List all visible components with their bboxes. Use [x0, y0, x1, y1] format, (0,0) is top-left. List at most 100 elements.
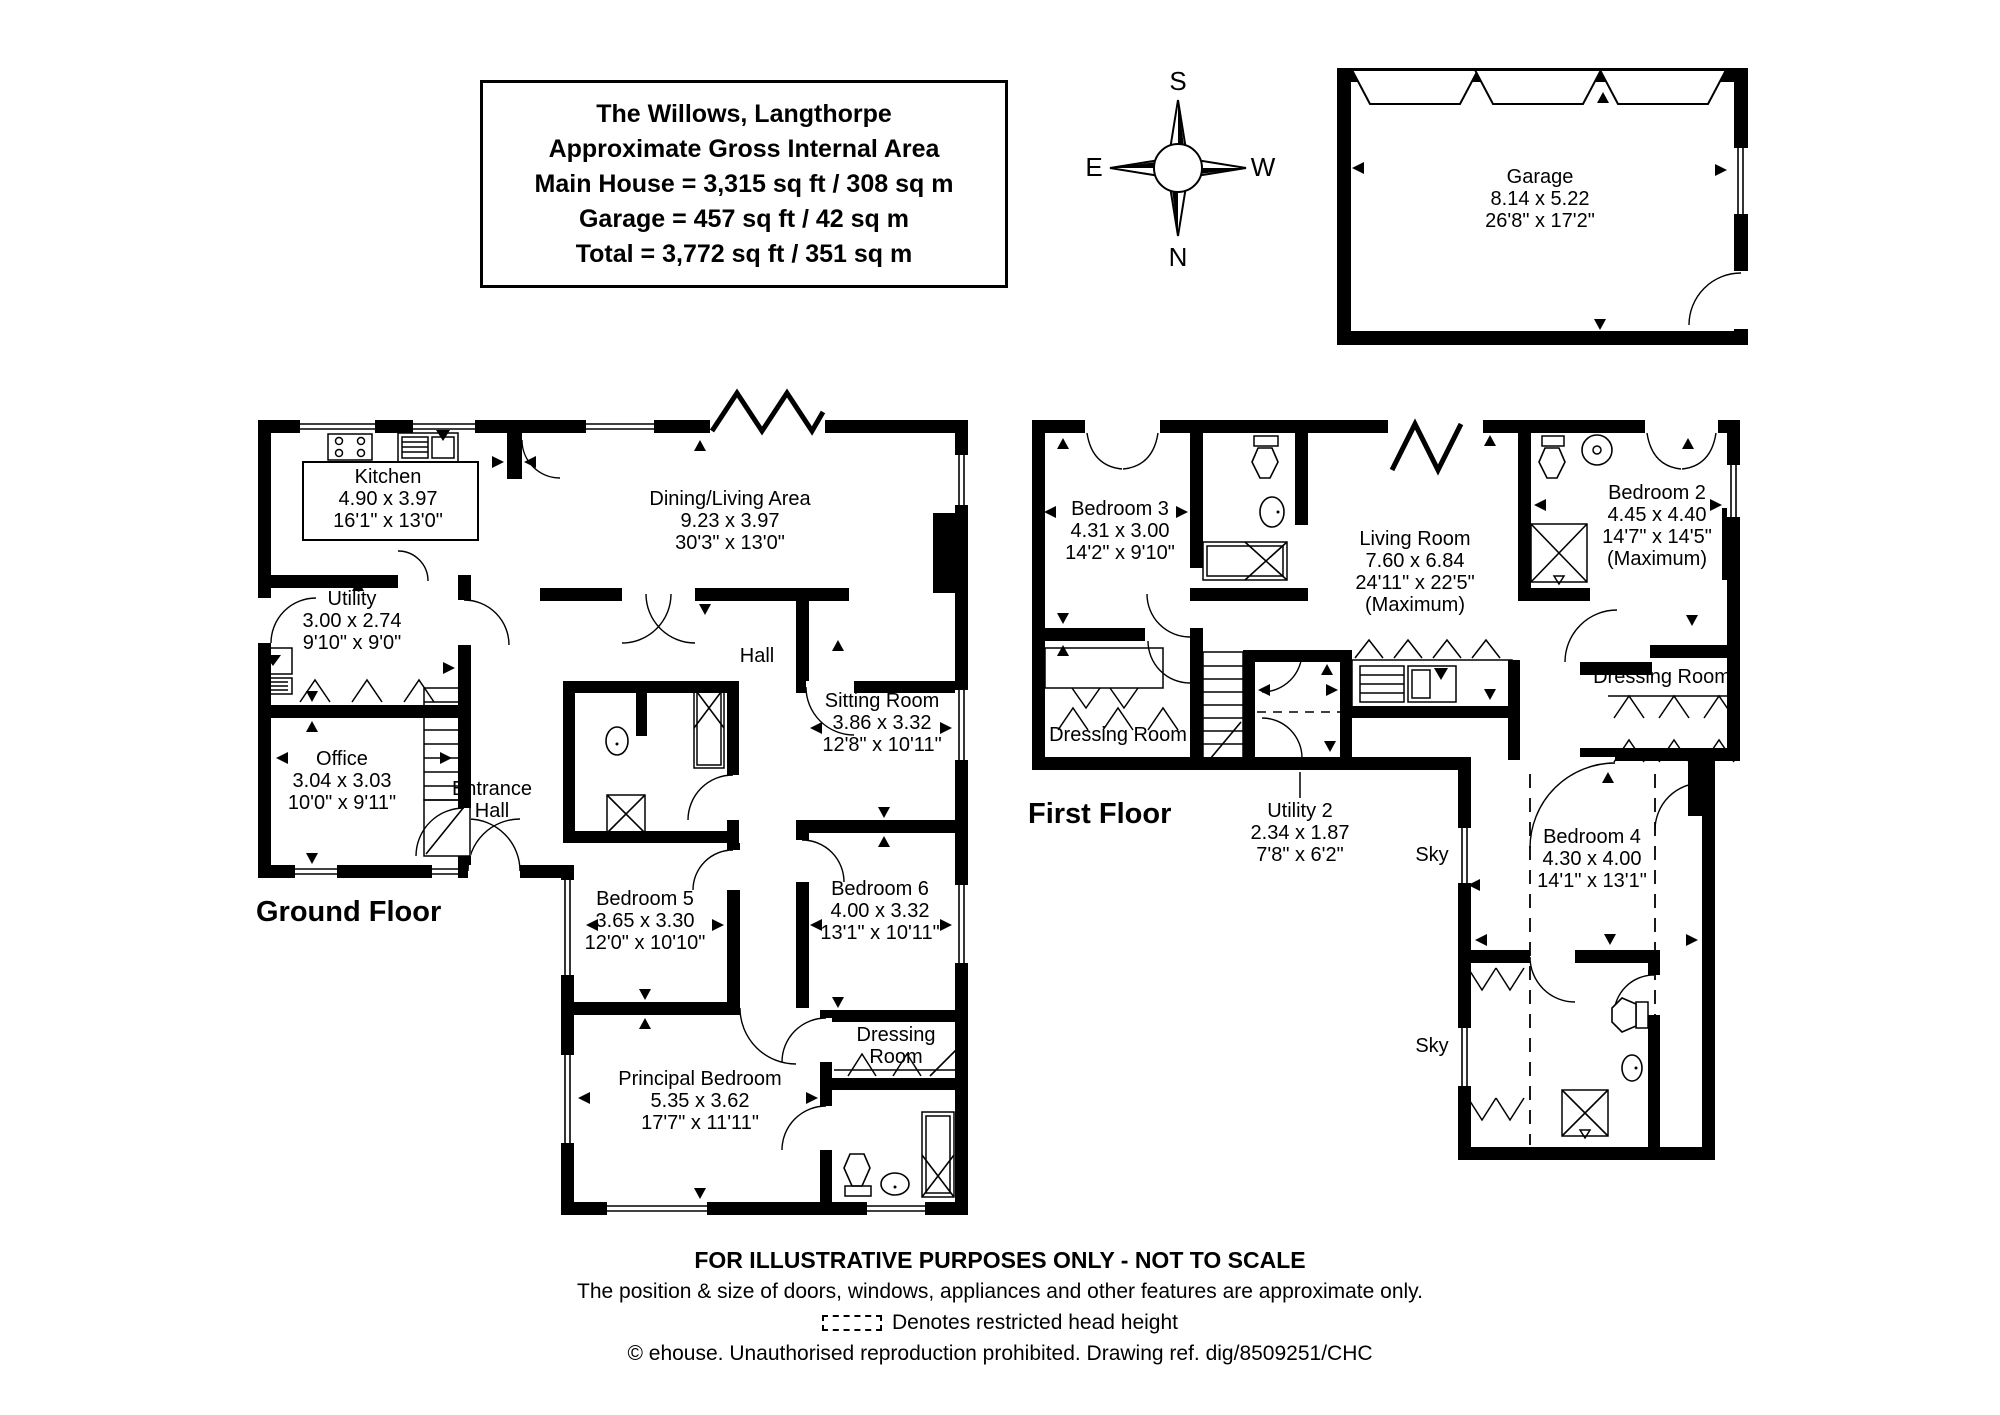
room-label-garage: Garage 8.14 x 5.22 26'8" x 17'2": [1485, 166, 1595, 232]
compass-east: E: [1085, 152, 1103, 182]
title-block: The Willows, Langthorpe Approximate Gros…: [480, 80, 1008, 288]
room-name: Utility 2: [1267, 800, 1333, 822]
room-name: Dressing Room: [1593, 666, 1731, 688]
room-label-bedroom3: Bedroom 3 4.31 x 3.00 14'2" x 9'10": [1065, 498, 1175, 564]
room-dims-imperial: 17'7" x 11'11": [641, 1112, 759, 1134]
room-name: Bedroom 3: [1071, 498, 1169, 520]
room-label-living-room: Living Room 7.60 x 6.84 24'11" x 22'5" (…: [1355, 528, 1474, 616]
room-note: (Maximum): [1364, 594, 1465, 616]
room-name: Principal Bedroom: [618, 1068, 782, 1090]
room-dims-imperial: 16'1" x 13'0": [333, 510, 443, 532]
ground-floor-doors: [397, 439, 855, 1151]
room-name: Office: [316, 748, 368, 770]
room-dims-metric: 5.35 x 3.62: [650, 1090, 750, 1112]
room-dims-imperial: 12'0" x 10'10": [584, 932, 706, 954]
room-name: Living Room: [1359, 528, 1471, 550]
first-floor-fixtures: [1044, 434, 1740, 1145]
room-dims-metric: 3.65 x 3.30: [595, 910, 695, 932]
room-label-bedroom5: Bedroom 5 3.65 x 3.30 12'0" x 10'10": [585, 888, 706, 954]
room-name: Bedroom 6: [831, 878, 929, 900]
room-name: Dining/Living Area: [649, 488, 811, 510]
room-dims-imperial: 10'0" x 9'11": [287, 792, 397, 814]
room-label-hall: Hall: [740, 645, 774, 667]
room-label-entrance-hall: Entrance Hall: [452, 778, 532, 822]
room-dims-metric: 4.90 x 3.97: [338, 488, 438, 510]
room-name: Entrance: [451, 778, 533, 800]
room-label-bedroom2: Bedroom 2 4.45 x 4.40 14'7" x 14'5" (Max…: [1602, 482, 1712, 570]
room-name: Bedroom 5: [596, 888, 694, 910]
first-floor-title: First Floor: [1028, 798, 1172, 830]
sky-label-2: Sky: [1415, 1035, 1449, 1057]
ground-floor-windows: [258, 388, 968, 1215]
room-name: Sitting Room: [824, 690, 940, 712]
title-total-area: Total = 3,772 sq ft / 351 sq m: [575, 240, 913, 268]
footer: FOR ILLUSTRATIVE PURPOSES ONLY - NOT TO …: [0, 1244, 2000, 1369]
room-label-dressing-room-ground: Dressing Room: [857, 1024, 936, 1068]
room-label-utility2: Utility 2 2.34 x 1.87 7'8" x 6'2": [1251, 800, 1350, 866]
room-name: Kitchen: [354, 466, 422, 488]
room-dims-imperial: 26'8" x 17'2": [1485, 210, 1595, 232]
room-dims-imperial: 9'10" x 9'0": [302, 632, 402, 654]
room-name: Hall: [739, 645, 775, 667]
ground-floor-arrows: [276, 440, 952, 1199]
room-label-sitting-room: Sitting Room 3.86 x 3.32 12'8" x 10'11": [822, 690, 941, 756]
footer-approximate-note: The position & size of doors, windows, a…: [577, 1280, 1423, 1303]
room-label-principal-bedroom: Principal Bedroom 5.35 x 3.62 17'7" x 11…: [618, 1068, 781, 1134]
room-label-bedroom6: Bedroom 6 4.00 x 3.32 13'1" x 10'11": [820, 878, 939, 944]
room-dims-imperial: 14'7" x 14'5": [1602, 526, 1712, 548]
footer-legend: Denotes restricted head height: [0, 1307, 2000, 1338]
room-name: Dressing: [856, 1024, 936, 1046]
room-label-office: Office 3.04 x 3.03 10'0" x 9'11": [288, 748, 396, 814]
room-dims-imperial: 13'1" x 10'11": [820, 922, 940, 944]
room-dims-imperial: 7'8" x 6'2": [1256, 844, 1344, 866]
room-note: (Maximum): [1607, 548, 1707, 570]
title-subtitle: Approximate Gross Internal Area: [548, 135, 940, 163]
footer-copyright: © ehouse. Unauthorised reproduction proh…: [627, 1342, 1373, 1365]
room-name: Garage: [1506, 166, 1574, 188]
room-dims-metric: 4.45 x 4.40: [1607, 504, 1707, 526]
footer-disclaimer: FOR ILLUSTRATIVE PURPOSES ONLY - NOT TO …: [694, 1247, 1306, 1273]
room-dims-imperial: 30'3" x 13'0": [675, 532, 785, 554]
room-name: Dressing Room: [1049, 724, 1187, 746]
room-dims-metric: 3.04 x 3.03: [292, 770, 392, 792]
restricted-head-height-icon: [821, 1315, 882, 1332]
first-floor-windows: [1085, 418, 1740, 1086]
room-dims-imperial: 24'11" x 22'5": [1355, 572, 1475, 594]
room-dims-imperial: 14'1" x 13'1": [1537, 870, 1647, 892]
room-dims-imperial: 12'8" x 10'11": [822, 734, 942, 756]
room-name: Bedroom 4: [1543, 826, 1641, 848]
ground-floor-title: Ground Floor: [256, 896, 442, 928]
room-dims-metric: 4.31 x 3.00: [1070, 520, 1170, 542]
room-name: Room: [869, 1046, 923, 1068]
room-name: Hall: [474, 800, 510, 822]
compass-north: N: [1168, 242, 1188, 272]
title-address: The Willows, Langthorpe: [596, 100, 892, 128]
room-dims-metric: 2.34 x 1.87: [1250, 822, 1350, 844]
room-dims-metric: 3.00 x 2.74: [302, 610, 402, 632]
room-dims-metric: 8.14 x 5.22: [1490, 188, 1590, 210]
room-name: Utility: [327, 588, 377, 610]
room-dims-metric: 7.60 x 6.84: [1365, 550, 1465, 572]
title-garage-area: Garage = 457 sq ft / 42 sq m: [578, 205, 910, 233]
room-dims-metric: 9.23 x 3.97: [680, 510, 780, 532]
room-label-dressing-room-left: Dressing Room: [1049, 724, 1187, 746]
room-label-utility: Utility 3.00 x 2.74 9'10" x 9'0": [303, 588, 402, 654]
compass-west: W: [1250, 152, 1276, 182]
room-name: Bedroom 2: [1608, 482, 1706, 504]
garage-plan: [1337, 68, 1748, 345]
room-label-dining-living: Dining/Living Area 9.23 x 3.97 30'3" x 1…: [649, 488, 810, 554]
title-main-house-area: Main House = 3,315 sq ft / 308 sq m: [534, 170, 954, 198]
first-floor-arrows: [1044, 435, 1722, 946]
footer-legend-text: Denotes restricted head height: [891, 1311, 1178, 1334]
room-dims-metric: 4.30 x 4.00: [1542, 848, 1642, 870]
compass-icon: [1109, 99, 1247, 237]
room-dims-metric: 3.86 x 3.32: [832, 712, 932, 734]
room-dims-metric: 4.00 x 3.32: [830, 900, 930, 922]
ground-floor-fixtures: [261, 430, 959, 1198]
room-label-bedroom4: Bedroom 4 4.30 x 4.00 14'1" x 13'1": [1537, 826, 1647, 892]
sky-label-1: Sky: [1415, 844, 1449, 866]
room-label-dressing-room-right: Dressing Room: [1593, 666, 1731, 688]
room-dims-imperial: 14'2" x 9'10": [1065, 542, 1175, 564]
